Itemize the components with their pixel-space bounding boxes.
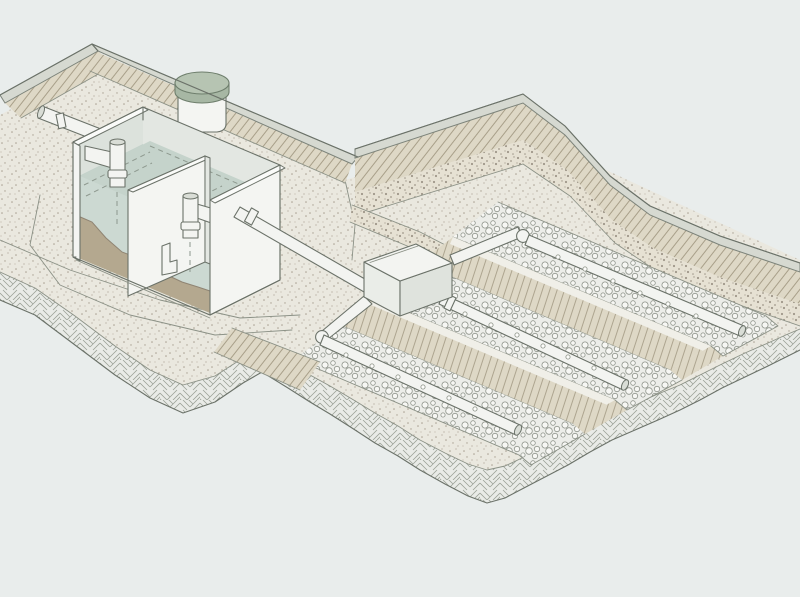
subsoil-layer — [0, 271, 800, 504]
inlet-pipe-cut-end — [36, 105, 46, 119]
lateral-open-end — [737, 325, 747, 337]
lateral-open-end — [513, 424, 523, 436]
lateral-open-end — [620, 379, 630, 391]
riser — [174, 71, 230, 133]
excavation-contour — [0, 239, 301, 319]
topsoil-wedge-near — [213, 327, 321, 391]
pipe-coupling — [107, 169, 128, 179]
distribution-box — [363, 243, 453, 317]
inlet-pipe — [36, 105, 102, 142]
block-edges — [0, 43, 359, 158]
pipe-coupling — [243, 207, 260, 226]
tank-front-edge — [72, 141, 81, 262]
lateral-pipe — [315, 295, 523, 436]
riser-lid — [174, 71, 230, 95]
baffle-wall — [127, 155, 211, 297]
lateral-pipe — [524, 234, 747, 337]
excavation-contour — [344, 179, 356, 261]
pipe-coupling — [180, 221, 201, 231]
baffle-gap-detail — [161, 242, 178, 276]
distribution-box-top — [363, 243, 453, 282]
septic-tank — [72, 106, 286, 316]
torn-ground-edge — [0, 299, 800, 504]
tank-end-wall — [209, 164, 286, 316]
trench-cross-sections — [518, 315, 779, 466]
berm-strata — [354, 93, 800, 327]
drain-field-piping — [315, 226, 747, 436]
pipe-coupling — [55, 112, 67, 130]
inlet-baffle-tee — [84, 138, 128, 225]
